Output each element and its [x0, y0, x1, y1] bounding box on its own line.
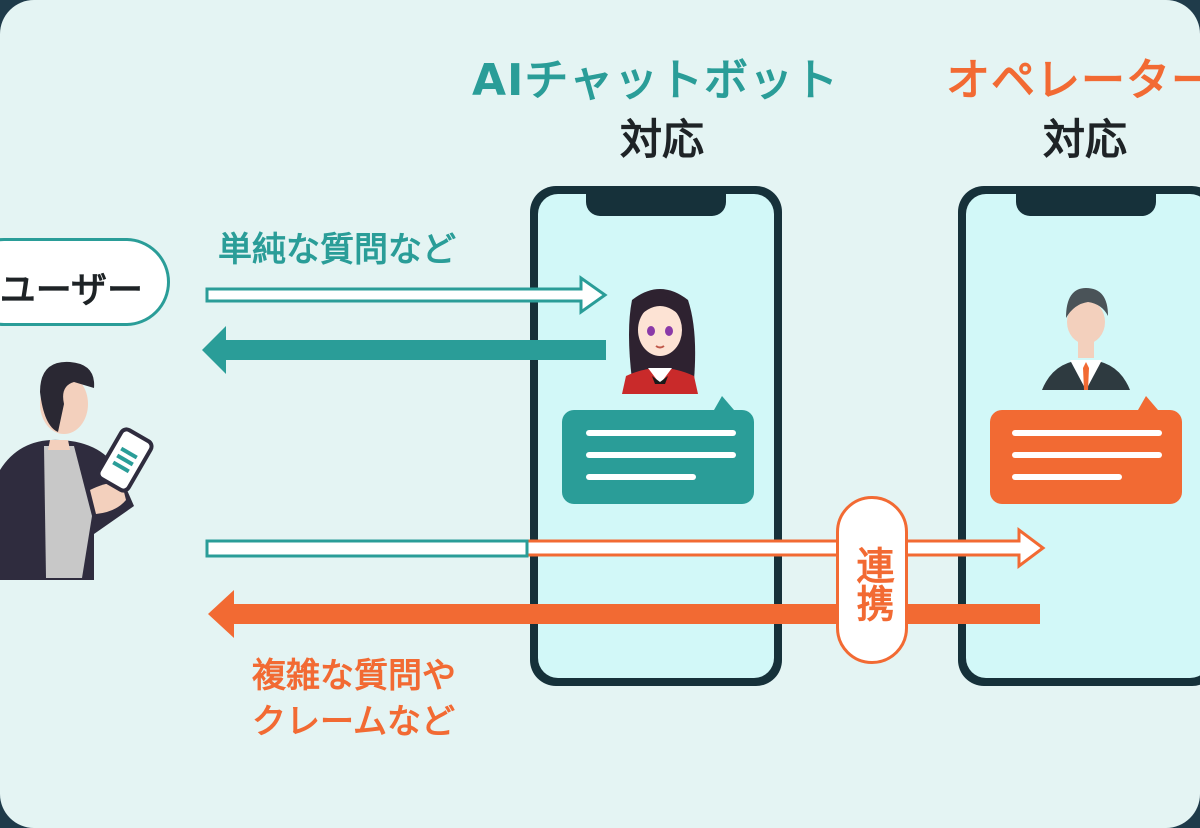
- arrow-user-to-ai: [205, 275, 608, 315]
- arrow-operator-to-user: [208, 590, 1040, 638]
- link-badge: 連携: [836, 496, 908, 664]
- operator-title: オペレーター: [946, 55, 1200, 106]
- simple-question-label: 単純な質問など: [218, 230, 456, 270]
- chatbot-avatar-icon: [622, 289, 698, 394]
- complex-question-label-line2: クレームなど: [252, 702, 455, 742]
- arrow-ai-to-user: [202, 326, 606, 374]
- ai-chatbot-subtitle: 対応: [620, 115, 705, 164]
- ai-chatbot-title: AIチャットボット: [472, 55, 839, 106]
- complex-question-label-line1: 複雑な質問や: [252, 656, 456, 696]
- smartphone-icon: [96, 427, 154, 493]
- operator-avatar-icon: [1042, 288, 1130, 390]
- chat-bubble-icon: [562, 396, 754, 504]
- user-label-pill: ユーザー: [0, 238, 170, 326]
- operator-chat-bubble-icon: [990, 396, 1182, 504]
- user-label: ユーザー: [0, 270, 143, 311]
- link-label: 連携: [850, 546, 894, 622]
- user-person-icon: [0, 361, 134, 580]
- operator-subtitle: 対応: [1043, 115, 1128, 164]
